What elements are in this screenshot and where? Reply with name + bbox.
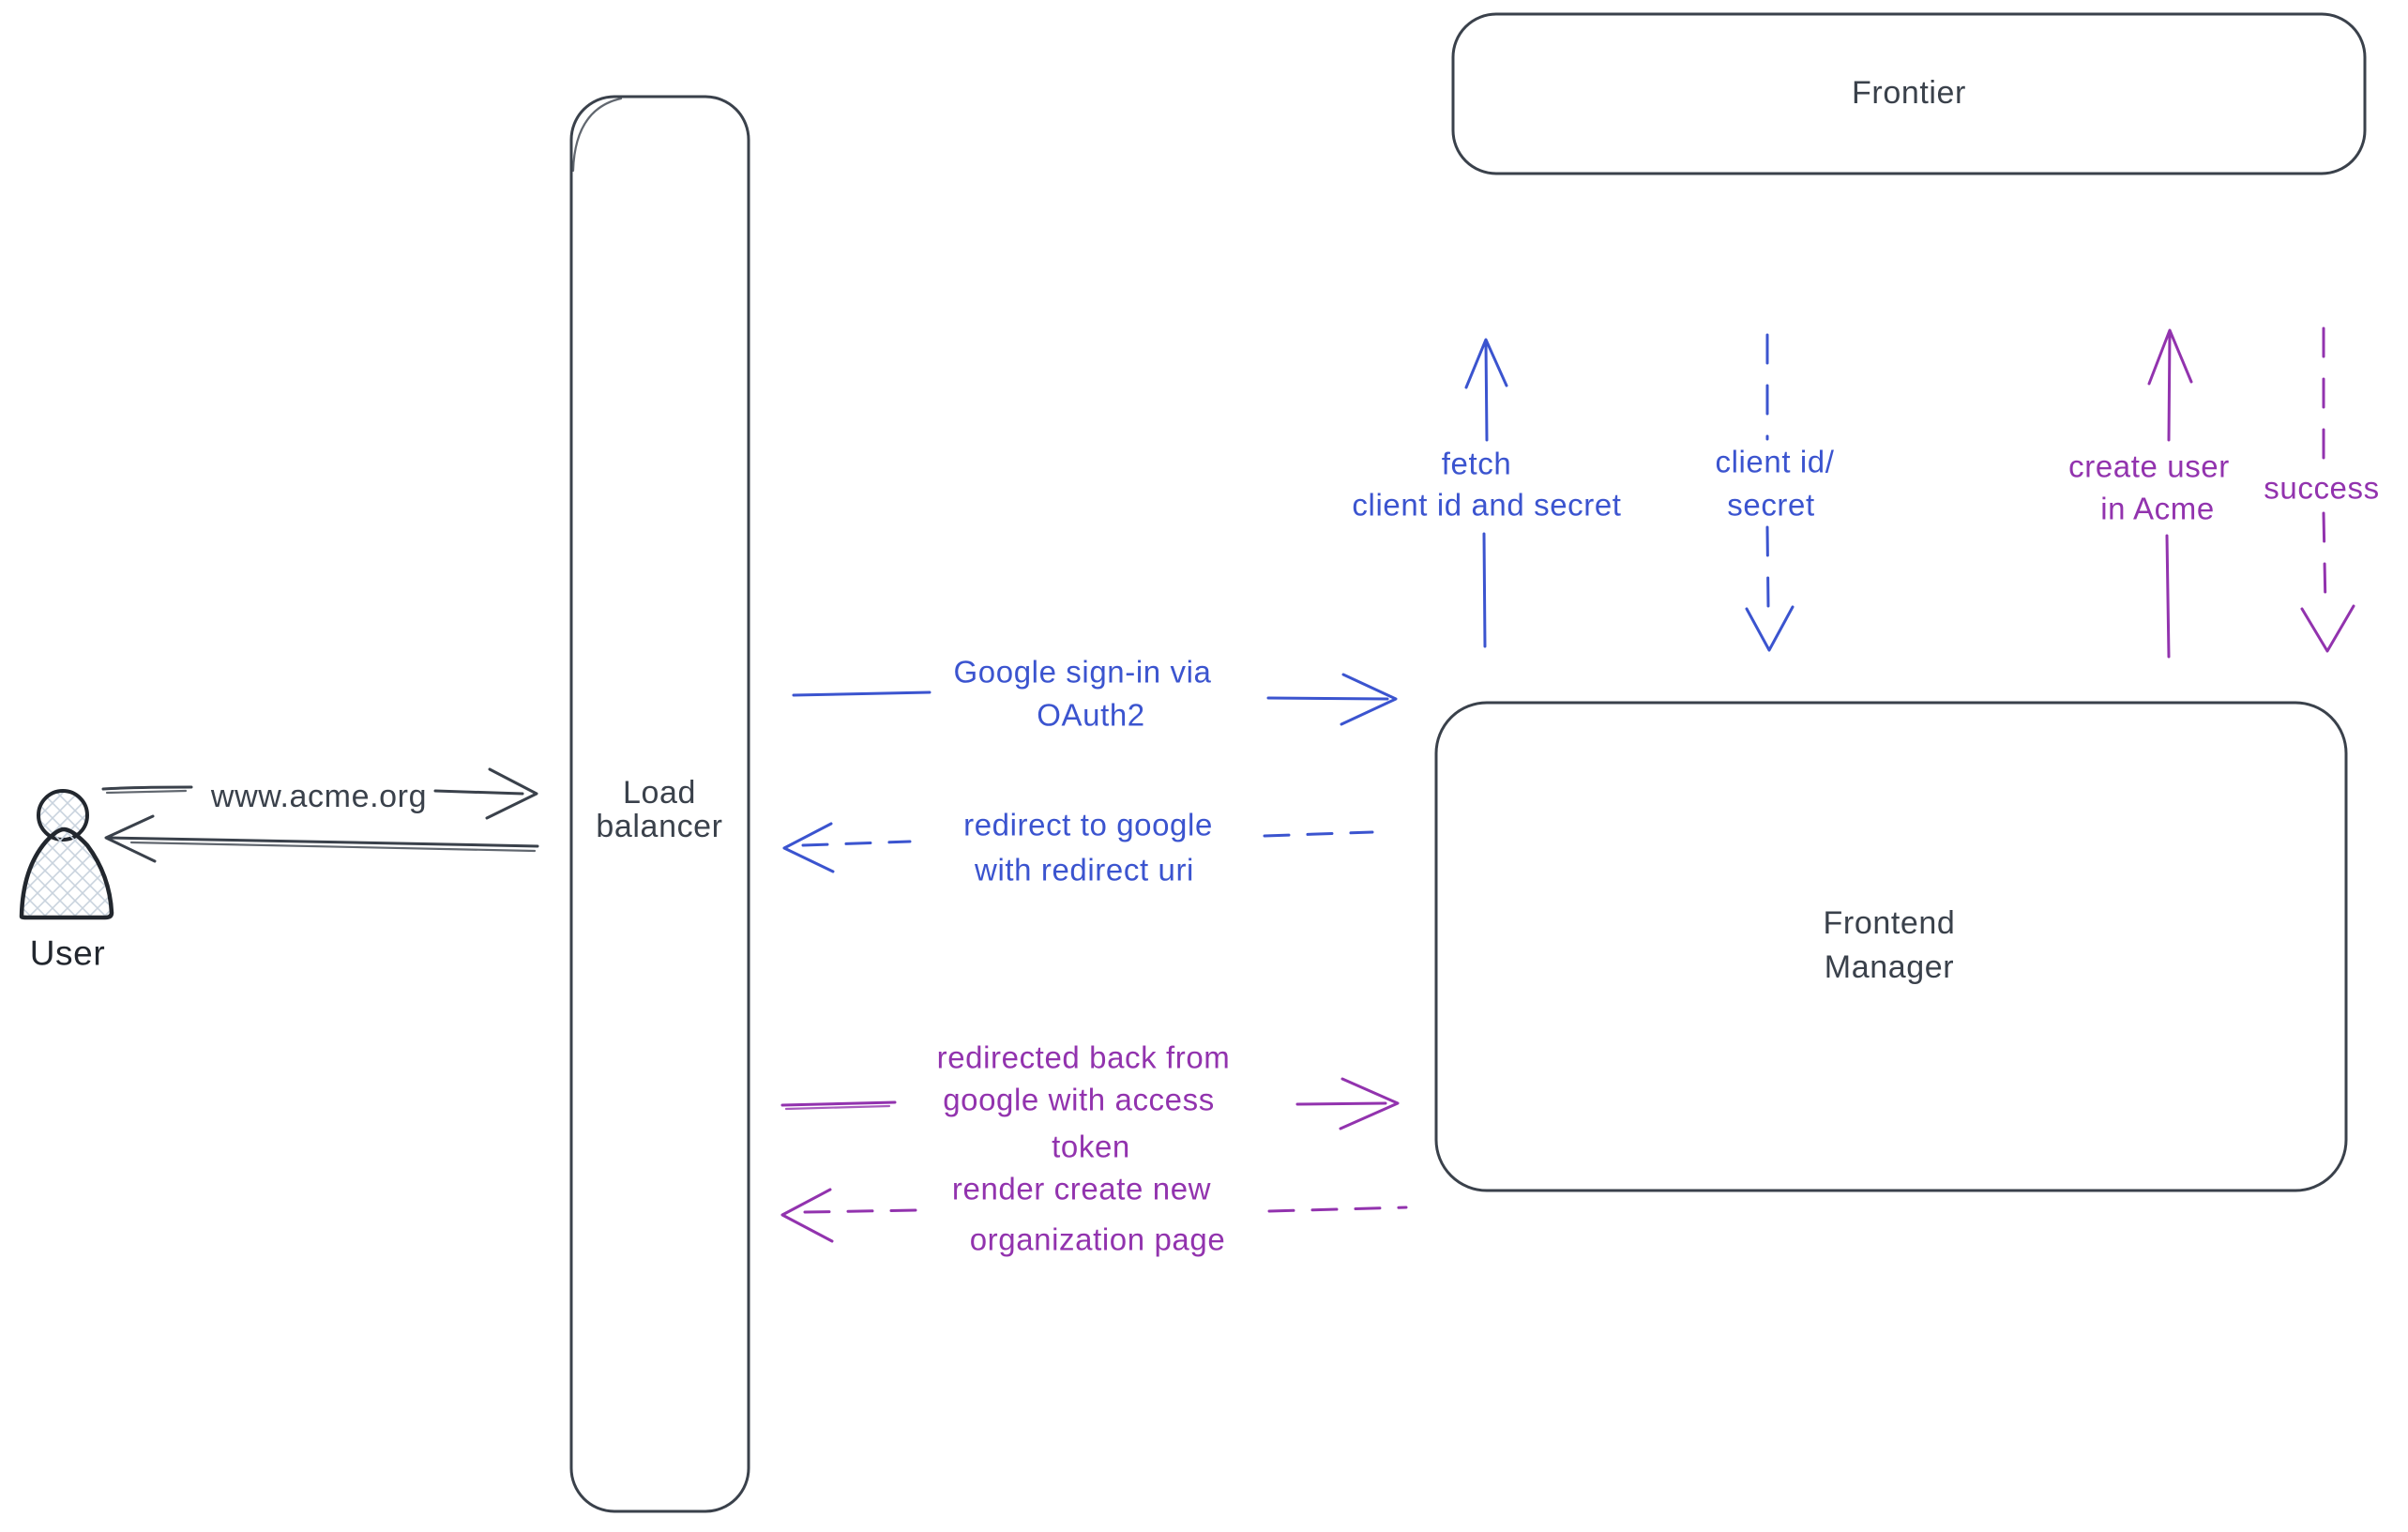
arrow-create-user [2147, 328, 2193, 659]
arrow-redirected-back [780, 1077, 1400, 1130]
frontend-manager-box [1434, 701, 2348, 1192]
arrow-return-to-user [104, 814, 539, 863]
frontier-label: Frontier [1852, 75, 1966, 111]
redirect-to-google-label-line2: with redirect uri [975, 852, 1194, 887]
redirected-back-label-line1: redirected back from [936, 1039, 1231, 1075]
client-id-secret-label-line2: secret [1727, 487, 1815, 523]
render-org-page-label-line2: organization page [969, 1221, 1226, 1257]
user-body [19, 827, 114, 920]
load-balancer-box [569, 95, 750, 1513]
client-id-secret-label-line1: client id/ [1715, 444, 1835, 479]
fetch-creds-label-line1: fetch [1441, 446, 1512, 481]
fetch-creds-label-line2: client id and secret [1352, 487, 1622, 523]
success-label: success [2264, 470, 2380, 506]
redirected-back-label-line3: token [1052, 1129, 1130, 1164]
arrow-redirect-to-google [782, 822, 1374, 873]
arrow-client-id-secret [1745, 333, 1795, 652]
load-balancer-label-line2: balancer [596, 809, 723, 844]
redirected-back-label-line2: google with access [943, 1082, 1215, 1117]
arrow-success [2300, 326, 2355, 653]
arrow-www-acme [101, 767, 538, 820]
arrow-render-org-page [780, 1188, 1408, 1243]
create-user-label-line1: create user [2068, 448, 2230, 484]
redirect-to-google-label-line1: redirect to google [963, 807, 1213, 842]
render-org-page-label-line1: render create new [951, 1171, 1212, 1206]
google-signin-label-line1: Google sign-in via [953, 654, 1212, 690]
google-signin-label-line2: OAuth2 [1037, 697, 1145, 733]
user-icon [19, 789, 114, 920]
load-balancer-box-sketch-stroke [571, 97, 623, 173]
arrow-fetch-client-creds [1464, 338, 1508, 648]
frontend-manager-label-line2: Manager [1824, 949, 1955, 985]
load-balancer-label-line1: Load [622, 775, 697, 811]
arrow-google-signin [792, 673, 1398, 726]
user-label: User [29, 933, 106, 973]
www-acme-label: www.acme.org [210, 779, 428, 814]
create-user-label-line2: in Acme [2100, 491, 2215, 526]
frontend-manager-label-line1: Frontend [1823, 905, 1956, 941]
frontier-box [1451, 12, 2367, 175]
